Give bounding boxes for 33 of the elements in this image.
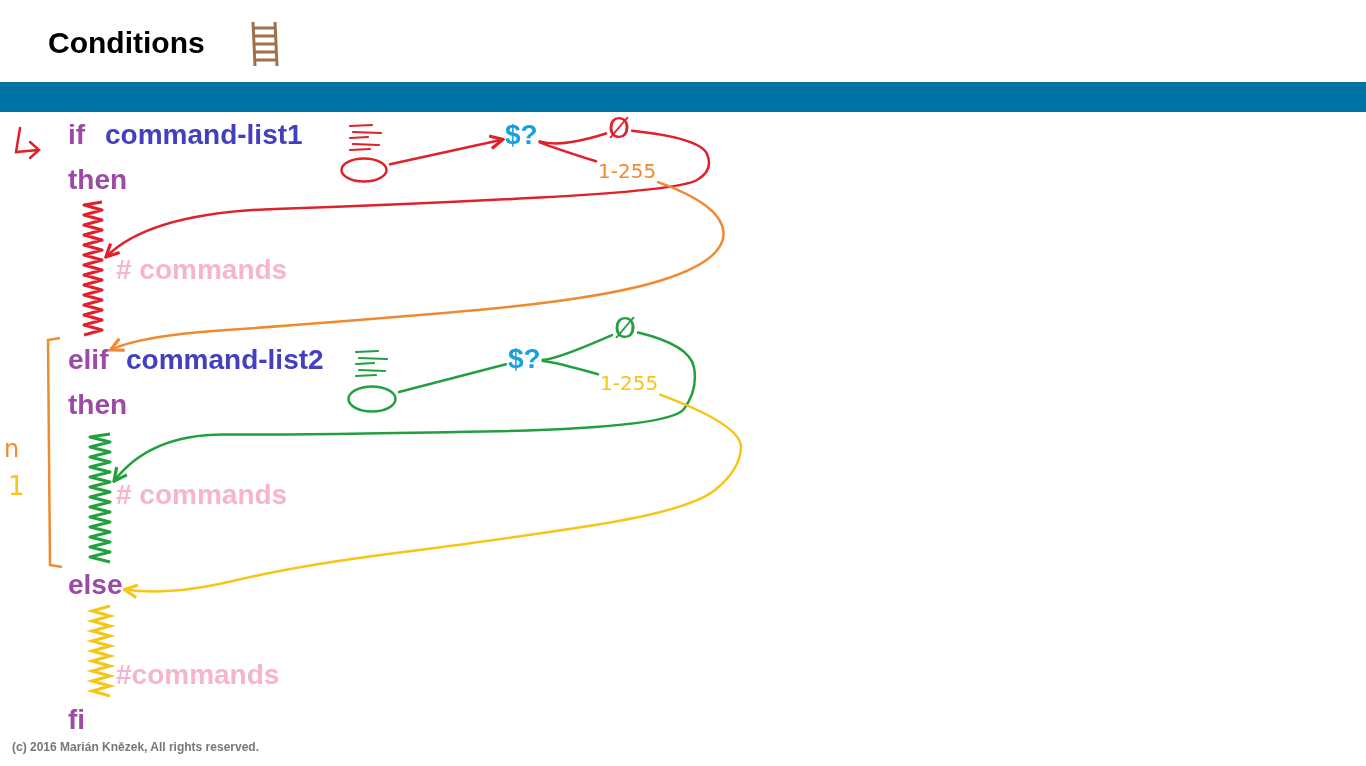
handwritten-digit: 1 [8,472,25,501]
slide-title: Conditions [48,26,205,59]
hand-drawn-line [541,359,600,376]
handwritten-symbol: Ø [614,314,637,345]
handwritten-symbol: Ø [608,114,631,145]
handwritten-letter: n [4,436,20,463]
code-text: command-list1 [105,120,303,151]
copyright-text: (c) 2016 Marián Knězek, All rights reserved. [12,741,259,755]
comment-text: # commands [116,480,288,511]
hand-drawn-line [541,333,614,361]
hand-drawn-arrow [112,331,697,483]
keyword: then [68,165,128,196]
hand-drawn-line [538,141,598,163]
hand-drawn-line [397,362,508,394]
hand-drawn-arrow [388,134,505,166]
comment-text: #commands [116,660,280,691]
hand-drawn-ellipse [347,385,397,413]
comment-text: # commands [116,255,288,286]
keyword: fi [68,705,86,736]
keyword: elif [68,345,109,376]
keyword: if [68,120,86,151]
hand-drawn-line [538,132,608,145]
code-text: command-list2 [126,345,324,376]
hand-drawn-arrow [122,393,743,599]
variable-text: $? [508,344,541,375]
handwritten-range: 1-255 [600,372,659,394]
variable-text: $? [505,120,538,151]
handwritten-range: 1-255 [598,160,657,182]
keyword: else [68,570,123,601]
hand-drawn-arrow [108,180,725,353]
keyword: then [68,390,128,421]
hand-drawn-ellipse [340,157,388,183]
hand-drawn-arrow [104,129,711,259]
